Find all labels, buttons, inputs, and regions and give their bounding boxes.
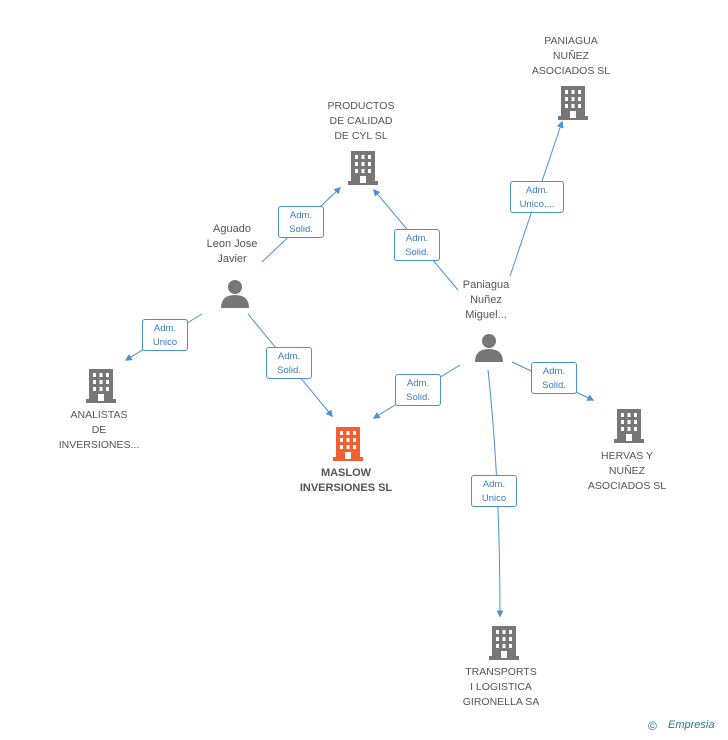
company-label-maslow[interactable]: MASLOW INVERSIONES SL xyxy=(299,467,393,494)
company-label-transports[interactable]: TRANSPORTS I LOGISTICA GIRONELLA SA xyxy=(462,666,540,708)
role-badge: Adm. Solid. xyxy=(395,374,441,406)
building-icon[interactable] xyxy=(85,367,117,403)
company-label-productos[interactable]: PRODUCTOS DE CALIDAD DE CYL SL xyxy=(327,100,395,142)
person-label-paniagua[interactable]: Paniagua Nuñez Miguel... xyxy=(462,279,510,321)
role-badge: Adm. Solid. xyxy=(394,229,440,261)
building-icon[interactable] xyxy=(557,84,589,120)
building-icon[interactable] xyxy=(613,407,645,443)
copyright-symbol: © xyxy=(648,719,657,733)
building-icon[interactable] xyxy=(347,149,379,185)
role-badge: Adm. Unico,... xyxy=(510,181,564,213)
company-label-hervas[interactable]: HERVAS Y NUÑEZ ASOCIADOS SL xyxy=(587,450,667,492)
company-label-analistas[interactable]: ANALISTAS DE INVERSIONES... xyxy=(58,409,140,451)
role-badge: Adm. Solid. xyxy=(531,362,577,394)
role-badge: Adm. Solid. xyxy=(278,206,324,238)
person-icon[interactable] xyxy=(220,278,250,308)
person-icon[interactable] xyxy=(474,332,504,362)
person-label-aguado[interactable]: Aguado Leon Jose Javier xyxy=(206,223,258,265)
role-badge: Adm. Unico xyxy=(471,475,517,507)
company-label-paniagua-nunez[interactable]: PANIAGUA NUÑEZ ASOCIADOS SL xyxy=(531,35,611,77)
role-badge: Adm. Solid. xyxy=(266,347,312,379)
main-building-icon[interactable] xyxy=(332,425,364,461)
building-icon[interactable] xyxy=(488,624,520,660)
role-badge: Adm. Unico xyxy=(142,319,188,351)
brand-logo[interactable]: Empresia xyxy=(668,719,715,731)
